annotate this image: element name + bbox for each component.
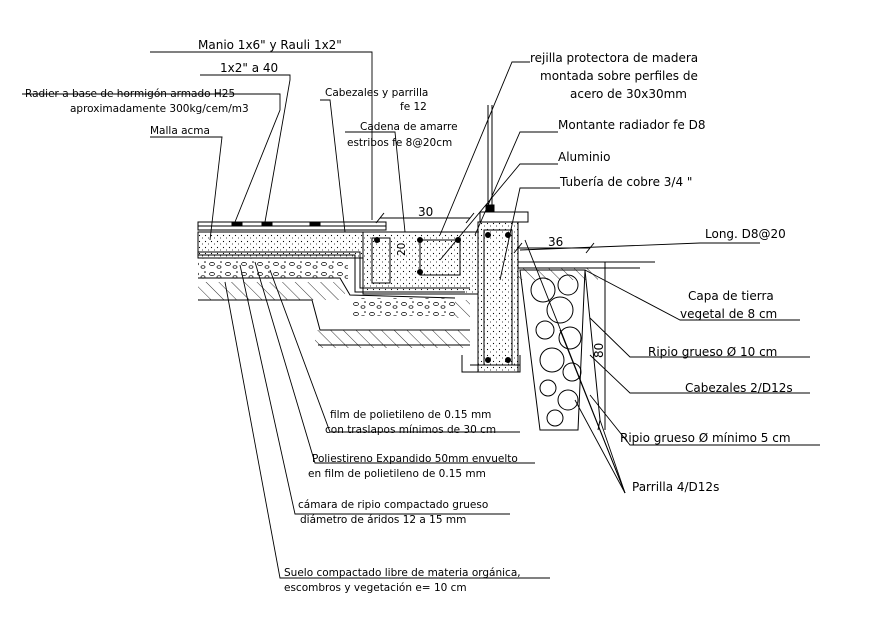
- label-malla: Malla acma: [150, 125, 210, 137]
- dimension-20: 20: [396, 243, 408, 256]
- label-polies-2: en film de polietileno de 0.15 mm: [308, 468, 486, 480]
- label-camara-1: cámara de ripio compactado grueso: [298, 499, 488, 511]
- label-long: Long. D8@20: [705, 227, 786, 241]
- leader-lines: [22, 51, 820, 579]
- concrete-slab: [197, 231, 364, 259]
- label-aluminio: Aluminio: [558, 150, 610, 164]
- label-camara-2: diámetro de áridos 12 a 15 mm: [300, 514, 466, 526]
- label-spacing: 1x2" a 40: [220, 61, 278, 75]
- label-manio: Manio 1x6" y Rauli 1x2": [198, 38, 342, 52]
- label-radier-1: Radier a base de hormigón armado H25: [25, 88, 235, 100]
- label-ripio-min: Ripio grueso Ø mínimo 5 cm: [620, 431, 791, 445]
- label-suelo-1: Suelo compactado libre de materia orgáni…: [284, 567, 521, 579]
- label-film-1: film de polietileno de 0.15 mm: [330, 409, 491, 421]
- label-montante: Montante radiador fe D8: [558, 118, 705, 132]
- label-radier-2: aproximadamente 300kg/cem/m3: [70, 103, 249, 115]
- label-cabezales-parrilla-2: fe 12: [400, 101, 427, 113]
- label-cadena-1: Cadena de amarre: [360, 121, 458, 133]
- label-polies-1: Poliestireno Expandido 50mm envuelto: [312, 453, 518, 465]
- label-rejilla-2: montada sobre perfiles de: [540, 69, 698, 83]
- dimension-36: 36: [548, 235, 563, 249]
- dimension-80: 80: [592, 343, 606, 358]
- label-cabezales-2d12: Cabezales 2/D12s: [685, 381, 793, 395]
- label-cadena-2: estribos fe 8@20cm: [347, 137, 452, 149]
- label-rejilla-3: acero de 30x30mm: [570, 87, 687, 101]
- dimension-30: 30: [418, 205, 433, 219]
- label-parrilla: Parrilla 4/D12s: [632, 480, 719, 494]
- label-suelo-2: escombros y vegetación e= 10 cm: [284, 582, 467, 594]
- protective-grill: [479, 211, 529, 223]
- section-drawing: [197, 105, 655, 431]
- label-film-2: con traslapos mínimos de 30 cm: [325, 424, 496, 436]
- foundation-wall: [477, 221, 519, 373]
- label-tuberia: Tubería de cobre 3/4 ": [559, 175, 692, 189]
- stone-trench: [519, 269, 586, 431]
- label-rejilla-1: rejilla protectora de madera: [530, 51, 698, 65]
- label-capa-1: Capa de tierra: [688, 289, 774, 303]
- label-ripio-grueso: Ripio grueso Ø 10 cm: [648, 345, 777, 359]
- label-capa-2: vegetal de 8 cm: [680, 307, 777, 321]
- gravel-chamber: [198, 258, 348, 280]
- label-cabezales-parrilla-1: Cabezales y parrilla: [325, 87, 428, 99]
